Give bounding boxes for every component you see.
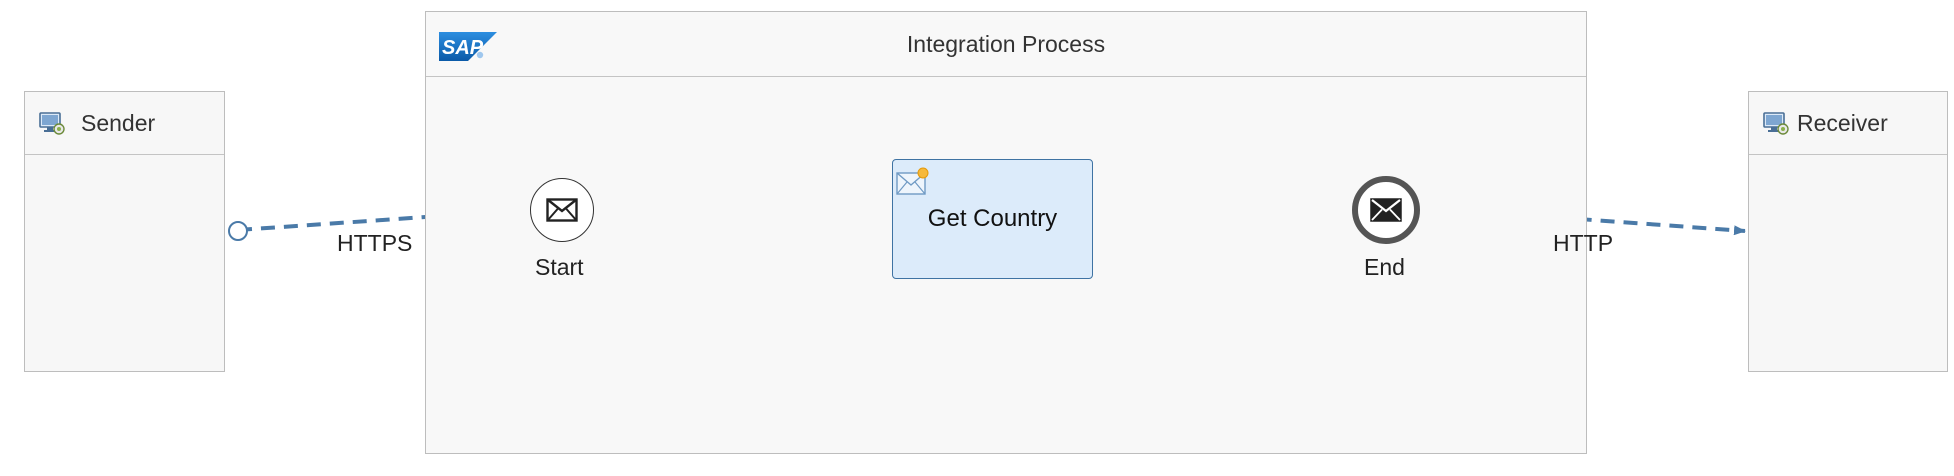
receiver-label: Receiver [1797, 109, 1888, 136]
system-icon [1763, 112, 1789, 135]
content-modifier-icon [896, 167, 929, 195]
integration-process-header: SAP Integration Process [426, 12, 1586, 77]
get-country-task[interactable]: Get Country [892, 159, 1093, 279]
sap-logo-text: SAP [442, 37, 484, 59]
start-event[interactable] [530, 178, 594, 242]
inbound-channel-label[interactable]: HTTPS [337, 230, 413, 256]
receiver-header: Receiver [1749, 92, 1947, 155]
outbound-channel-label[interactable]: HTTP [1553, 230, 1614, 256]
system-icon [39, 112, 65, 135]
envelope-filled-icon [1370, 198, 1402, 222]
integration-process-title: Integration Process [906, 31, 1106, 57]
sender-participant[interactable]: Sender [24, 91, 225, 372]
envelope-icon [546, 198, 578, 222]
end-event-label: End [1364, 254, 1405, 280]
sender-header: Sender [25, 92, 224, 155]
sap-logo: SAP [439, 32, 497, 61]
end-event[interactable] [1352, 176, 1420, 244]
task-label: Get Country [927, 205, 1058, 232]
inbound-flow-origin[interactable] [228, 221, 248, 241]
sender-label: Sender [81, 109, 156, 136]
receiver-participant[interactable]: Receiver [1748, 91, 1948, 372]
start-event-label: Start [535, 254, 584, 280]
